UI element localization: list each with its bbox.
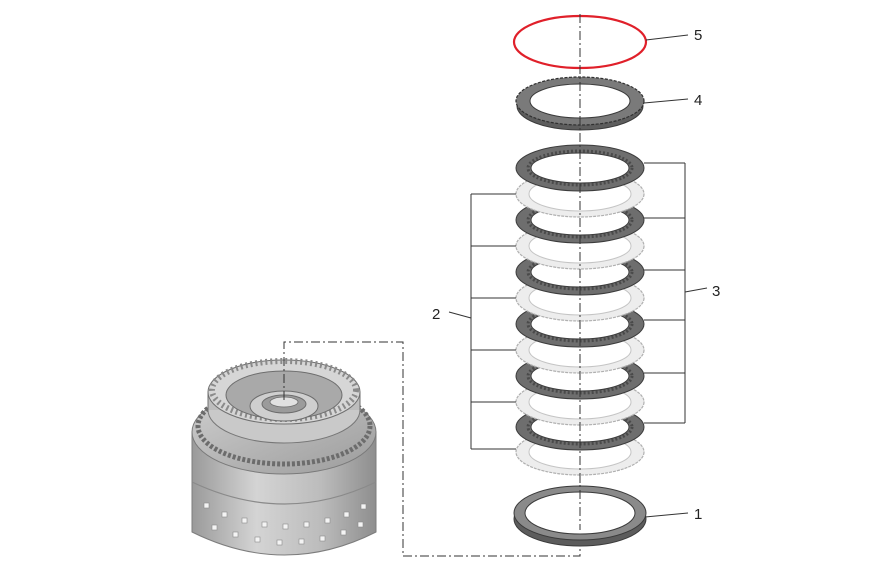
callout-3: 3 <box>712 283 720 300</box>
callout-2: 2 <box>432 306 440 323</box>
callout-4: 4 <box>694 92 702 109</box>
clutch-housing-icon <box>191 358 377 556</box>
callout-5: 5 <box>694 27 702 44</box>
bracket-3 <box>644 162 708 424</box>
bracket-2 <box>448 193 516 450</box>
leader-lines <box>643 34 689 518</box>
callout-1: 1 <box>694 506 702 523</box>
